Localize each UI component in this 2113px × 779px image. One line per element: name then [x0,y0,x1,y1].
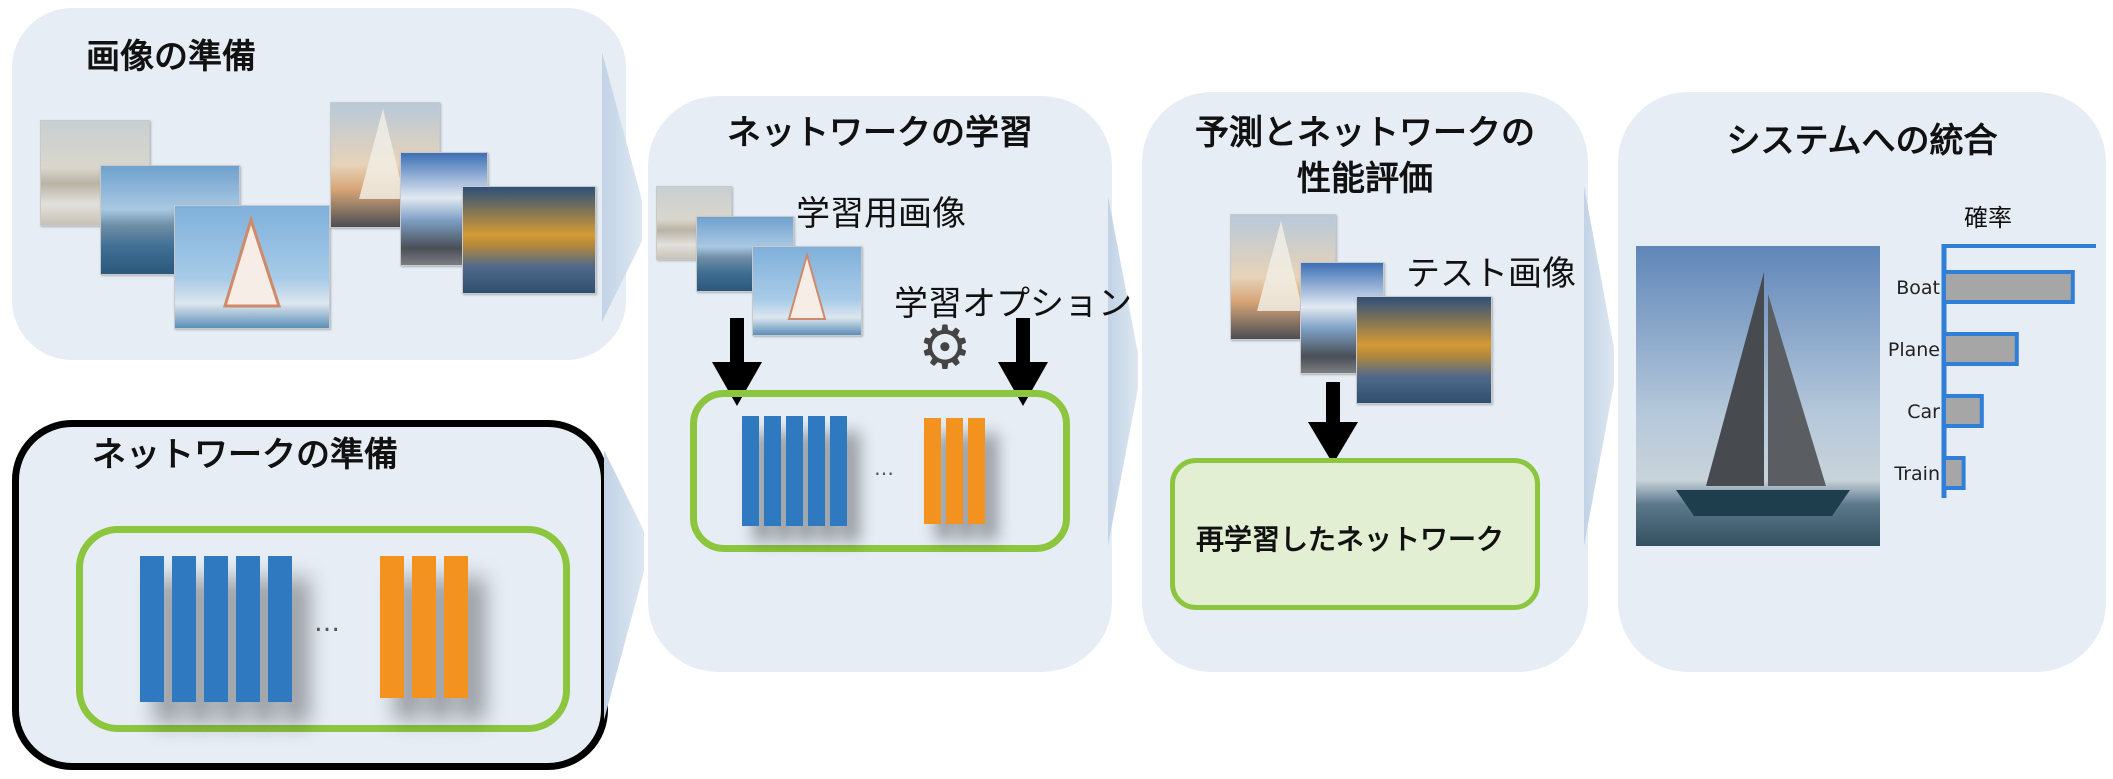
photo-sailboat-white [174,205,330,329]
sail-shape-3 [787,251,827,320]
chart-label-car: Car [1907,401,1940,423]
chart-label-boat: Boat [1896,277,1940,299]
train-photo-3 [752,246,862,336]
sail-shape-2 [359,109,405,199]
train-layer-blue-4 [808,416,825,526]
retrained-network-label: 再学習したネットワーク [1196,523,1505,556]
evaluation-title-line1: 予測とネットワークの [1195,113,1535,153]
chart-label-plane: Plane [1888,339,1940,361]
train-layer-blue-3 [786,416,803,526]
photo-warship [462,186,596,294]
layer-orange-2 [412,556,436,698]
sailboat-silhouette [1676,272,1850,516]
training-options-label: 学習オプション [894,284,1132,324]
sail-shape-4 [1257,221,1303,311]
down-arrow-right [998,318,1048,406]
gear-icon: ⚙ [918,313,972,383]
chart-title: 確率 [1964,204,2012,232]
train-layer-orange-2 [946,418,963,524]
train-layer-blue-5 [830,416,847,526]
chart-bar-car [1942,394,1984,428]
train-layer-orange-3 [968,418,985,524]
test-photo-3 [1356,296,1492,404]
layer-orange-3 [444,556,468,698]
down-arrow-left [712,318,762,406]
ellipsis: … [314,608,340,638]
integration-title: システムへの統合 [1726,121,1998,161]
training-title: ネットワークの学習 [727,113,1033,153]
layer-blue-5 [268,556,292,702]
layer-blue-4 [236,556,260,702]
layer-blue-1 [140,556,164,702]
training-images-label: 学習用画像 [796,194,966,234]
photo-sailboat-large [1636,246,1880,546]
chart-bar-boat [1942,270,2075,304]
network-box-prep [76,526,570,732]
retrained-network-box [1170,458,1540,610]
train-layer-orange-1 [924,418,941,524]
chart-label-train: Train [1893,463,1940,485]
image-prep-title: 画像の準備 [86,37,256,77]
test-images-label: テスト画像 [1406,254,1576,294]
network-box-training [690,390,1070,552]
down-arrow-eval [1308,382,1358,464]
train-layer-blue-1 [742,416,759,526]
sail-shape [222,214,282,308]
arrow-network-prep [604,450,644,720]
network-prep-title: ネットワークの準備 [92,435,398,475]
chart-bar-train [1942,456,1966,490]
train-layer-blue-2 [764,416,781,526]
evaluation-title-line2: 性能評価 [1297,159,1433,199]
arrow-evaluation [1584,186,1614,546]
layer-blue-3 [204,556,228,702]
chart-bar-plane [1942,332,2019,366]
layer-orange-1 [380,556,404,698]
layer-blue-2 [172,556,196,702]
train-ellipsis: … [874,456,894,480]
arrow-training [1108,196,1138,546]
